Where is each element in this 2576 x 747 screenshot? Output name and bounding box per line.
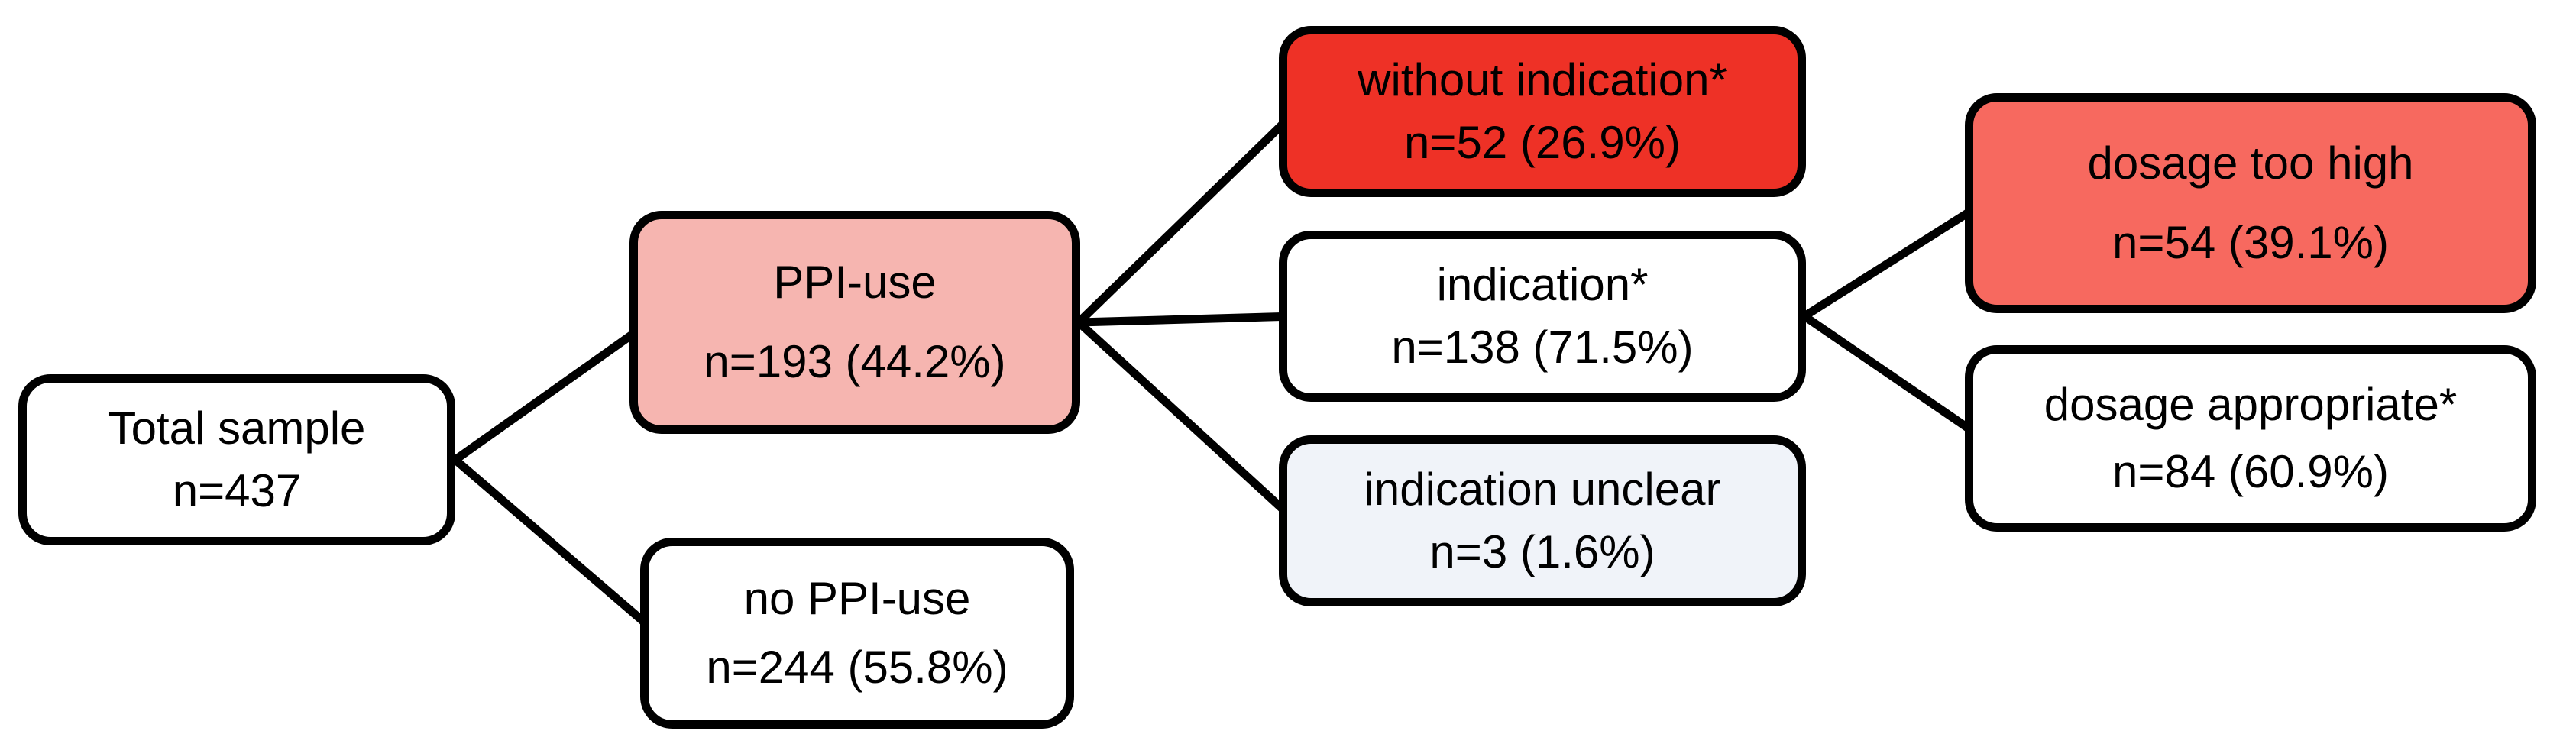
node-value: n=84 (60.9%) (2112, 446, 2389, 498)
node-dosage-too-high: dosage too high n=54 (39.1%) (1965, 93, 2536, 313)
node-label: indication unclear (1364, 464, 1721, 515)
node-value: n=193 (44.2%) (704, 336, 1006, 388)
node-dosage-appropriate: dosage appropriate* n=84 (60.9%) (1965, 345, 2536, 532)
node-value: n=138 (71.5%) (1391, 322, 1694, 373)
node-label: indication* (1436, 259, 1649, 310)
node-without-indication: without indication* n=52 (26.9%) (1279, 26, 1806, 197)
node-indication: indication* n=138 (71.5%) (1279, 231, 1806, 402)
node-no-ppi-use: no PPI-use n=244 (55.8%) (640, 538, 1074, 729)
node-label: dosage appropriate* (2044, 378, 2458, 430)
edge-indication-to-dosage-approp (1800, 312, 1988, 443)
node-value: n=52 (26.9%) (1404, 117, 1681, 168)
node-label: dosage too high (2087, 137, 2414, 189)
edge-ppi-to-indication (1074, 312, 1300, 327)
edge-indication-to-dosage-high (1800, 199, 1988, 321)
node-indication-unclear: indication unclear n=3 (1.6%) (1279, 435, 1806, 606)
node-value: n=3 (1.6%) (1429, 526, 1655, 577)
node-label: without indication* (1358, 54, 1727, 105)
edge-total-to-no-ppi-use (451, 455, 662, 638)
edge-total-to-ppi-use (451, 318, 654, 464)
node-value: n=437 (172, 465, 302, 516)
node-label: PPI-use (773, 256, 937, 308)
node-ppi-use: PPI-use n=193 (44.2%) (629, 211, 1080, 434)
node-label: no PPI-use (743, 572, 971, 624)
node-label: Total sample (108, 403, 366, 454)
edge-ppi-to-indication-unclear (1074, 318, 1300, 525)
node-value: n=54 (39.1%) (2112, 216, 2389, 268)
edge-ppi-to-without-indication (1074, 107, 1300, 327)
node-total-sample: Total sample n=437 (18, 374, 455, 545)
node-value: n=244 (55.8%) (706, 642, 1008, 694)
